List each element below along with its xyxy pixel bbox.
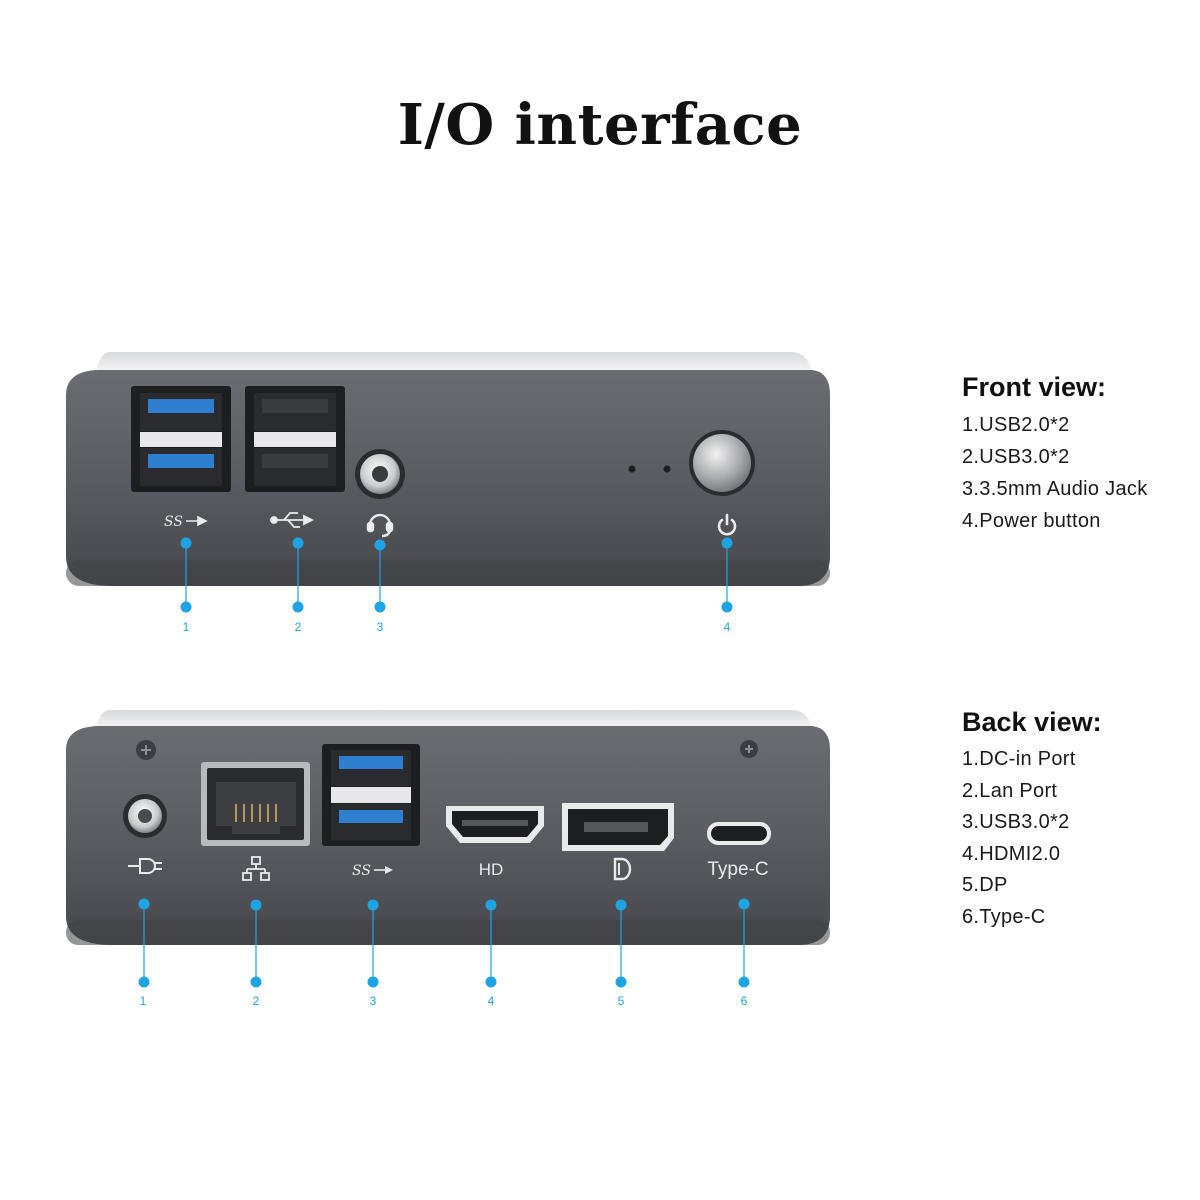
page-title: I/O interface	[397, 92, 803, 158]
callout-dot	[367, 976, 379, 988]
callout-dot	[292, 601, 304, 613]
callout-dot	[738, 898, 750, 910]
hdmi-port[interactable]	[446, 806, 544, 843]
callout-number: 4	[724, 620, 731, 634]
callout-dot	[738, 976, 750, 988]
callout-dot	[138, 898, 150, 910]
callout-dot	[374, 539, 386, 551]
list-item: 2.USB3.0*2	[962, 446, 1070, 468]
displayport-icon	[613, 857, 632, 881]
callout-number: 4	[488, 994, 495, 1008]
power-icon	[717, 513, 737, 536]
front-view-heading: Front view:	[962, 372, 1107, 402]
led-indicator	[628, 465, 636, 473]
callout-dot	[180, 601, 192, 613]
list-item: 4.Power button	[962, 510, 1101, 532]
callout-number: 1	[183, 620, 190, 634]
front-usb2-ports[interactable]	[245, 386, 345, 492]
callout-dot	[250, 899, 262, 911]
callout-number: 5	[618, 994, 625, 1008]
list-item: 1.DC-in Port	[962, 748, 1076, 770]
svg-text:SS: SS	[164, 514, 183, 530]
callout-dot	[615, 899, 627, 911]
list-item: 3.3.5mm Audio Jack	[962, 478, 1148, 500]
usb-icon	[270, 512, 315, 528]
callout-number: 3	[370, 994, 377, 1008]
screw	[136, 740, 156, 760]
callout-dot	[180, 537, 192, 549]
back-view-list: 1.DC-in Port 2.Lan Port 3.USB3.0*2 4.HDM…	[962, 744, 1102, 933]
front-view-list: 1.USB2.0*2 2.USB3.0*2 3.3.5mm Audio Jack…	[962, 409, 1148, 537]
hdmi-label: HD	[479, 860, 504, 879]
power-button[interactable]	[689, 430, 755, 496]
led-indicator	[663, 465, 671, 473]
callout-dot	[138, 976, 150, 988]
usb-superspeed-icon: SS	[352, 863, 393, 879]
back-view-heading: Back view:	[962, 707, 1102, 737]
callout-dot	[374, 601, 386, 613]
back-view-legend: Back view: 1.DC-in Port 2.Lan Port 3.USB…	[962, 707, 1102, 933]
svg-text:SS: SS	[352, 863, 371, 879]
dc-in-port[interactable]	[123, 794, 167, 838]
front-view-legend: Front view: 1.USB2.0*2 2.USB3.0*2 3.3.5m…	[962, 372, 1148, 537]
callout-number: 6	[741, 994, 748, 1008]
front-usb3-ports[interactable]	[131, 386, 231, 492]
back-usb3-ports[interactable]	[322, 744, 420, 846]
network-icon	[242, 856, 270, 881]
typec-port[interactable]	[707, 822, 771, 845]
typec-label: Type-C	[707, 859, 768, 880]
front-callout-leaders	[185, 543, 728, 607]
callout-dot	[292, 537, 304, 549]
callout-dot	[485, 976, 497, 988]
list-item: 2.Lan Port	[962, 779, 1058, 802]
displayport-port[interactable]	[562, 803, 674, 851]
headset-icon	[366, 513, 394, 538]
callout-number: 2	[295, 620, 302, 634]
usb-superspeed-icon: SS	[164, 514, 208, 530]
list-item: 6.Type-C	[962, 905, 1046, 928]
list-item: 5.DP	[962, 874, 1008, 896]
callout-number: 3	[377, 620, 384, 634]
callout-dot	[250, 976, 262, 988]
callout-dot	[721, 601, 733, 613]
screw	[740, 740, 758, 758]
list-item: 1.USB2.0*2	[962, 414, 1070, 436]
dc-power-icon	[128, 858, 162, 874]
list-item: 4.HDMI2.0	[962, 842, 1061, 865]
callout-dot	[367, 899, 379, 911]
audio-jack[interactable]	[355, 449, 405, 499]
list-item: 3.USB3.0*2	[962, 811, 1070, 833]
lan-port[interactable]	[201, 762, 310, 846]
callout-number: 1	[140, 994, 147, 1008]
callout-dot	[485, 899, 497, 911]
callout-dot	[615, 976, 627, 988]
back-callout-leaders	[143, 904, 745, 982]
callout-number: 2	[253, 994, 260, 1008]
callout-dot	[721, 537, 733, 549]
